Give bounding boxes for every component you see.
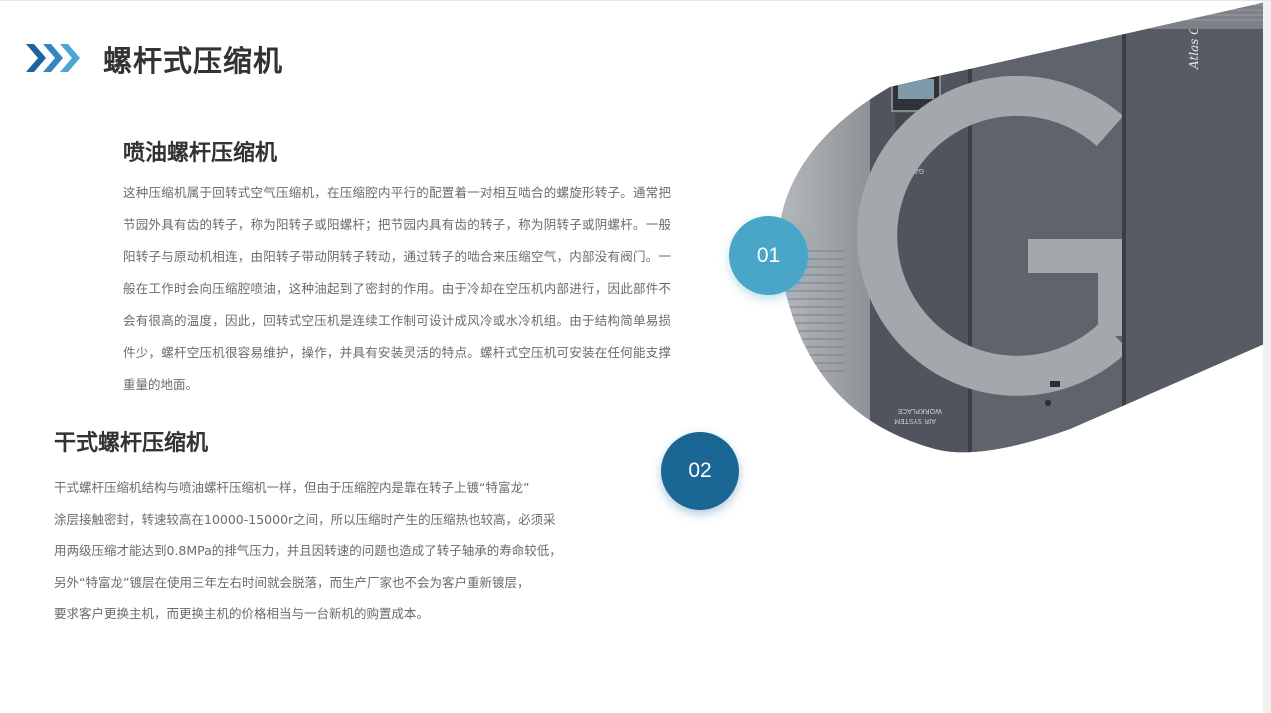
section-1-body: 这种压缩机属于回转式空气压缩机，在压缩腔内平行的配置着一对相互啮合的螺旋形转子。…: [123, 185, 671, 392]
section-2-line: 另外“特富龙”镀层在使用三年左右时间就会脱落，而生产厂家也不会为客户重新镀层，: [54, 574, 530, 590]
svg-text:Atlas Copco: Atlas Copco: [1187, 1, 1201, 70]
svg-text:AIR SYSTEM: AIR SYSTEM: [894, 417, 936, 425]
section-2-body: 干式螺杆压缩机结构与喷油螺杆压缩机一样，但由于压缩腔内是靠在转子上镀“特富龙” …: [54, 472, 594, 630]
svg-text:WORKPLACE: WORKPLACE: [898, 407, 942, 415]
compressor-image: GA 37+FF WORKPLACE AIR SYSTEM Atlas Copc…: [778, 1, 1271, 453]
chevron-arrows-icon: [26, 44, 80, 72]
right-edge-bar: [1263, 1, 1271, 713]
section-2-line: 涂层接触密封，转速较高在10000-15000r之间，所以压缩时产生的压缩热也较…: [54, 511, 556, 527]
page-title: 螺杆式压缩机: [103, 44, 284, 78]
section-2-line: 干式螺杆压缩机结构与喷油螺杆压缩机一样，但由于压缩腔内是靠在转子上镀“特富龙”: [54, 480, 530, 495]
section-2-line: 用两级压缩才能达到0.8MPa的排气压力，并且因转速的问题也造成了转子轴承的寿命…: [54, 543, 562, 558]
section-2-number-badge: 02: [661, 432, 739, 510]
section-1-title: 喷油螺杆压缩机: [123, 141, 278, 166]
section-1-number-badge: 01: [729, 216, 808, 295]
section-2-line: 要求客户更换主机，而更换主机的价格相当与一台新机的购置成本。: [54, 606, 430, 621]
section-2-title: 干式螺杆压缩机: [54, 431, 209, 456]
